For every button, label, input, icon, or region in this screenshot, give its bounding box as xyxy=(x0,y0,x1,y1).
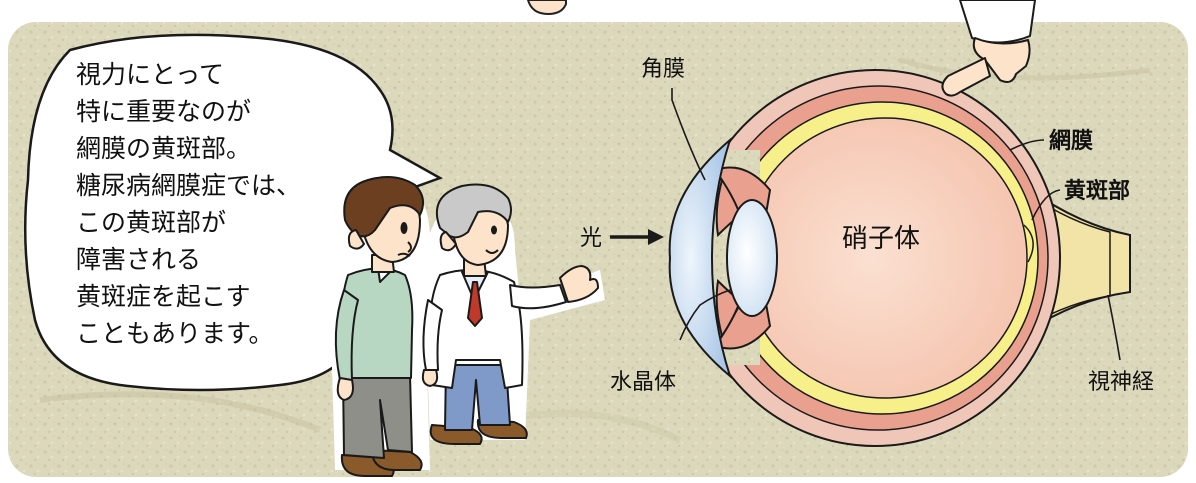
bubble-line-5: この黄斑部が xyxy=(76,208,226,237)
bubble-line-3: 網膜の黄斑部。 xyxy=(76,134,251,163)
patient-figure xyxy=(330,177,430,476)
bubble-line-6: 障害される xyxy=(76,245,201,274)
label-optic-nerve: 視神経 xyxy=(1088,370,1154,395)
bubble-line-8: こともあります。 xyxy=(76,319,274,348)
label-vitreous: 硝子体 xyxy=(842,224,920,254)
label-macula: 黄斑部 xyxy=(1064,178,1130,204)
label-cornea: 角膜 xyxy=(641,57,685,82)
bubble-line-7: 黄斑症を起こす xyxy=(76,282,251,311)
top-hand-decoration xyxy=(528,0,566,14)
bubble-line-4: 糖尿病網膜症では、 xyxy=(76,171,301,200)
bubble-line-2: 特に重要なのが xyxy=(76,97,251,126)
label-light: 光 xyxy=(580,226,602,251)
label-lens: 水晶体 xyxy=(610,370,676,395)
bubble-line-1: 視力にとって xyxy=(76,60,224,89)
label-retina: 網膜 xyxy=(1049,128,1093,154)
